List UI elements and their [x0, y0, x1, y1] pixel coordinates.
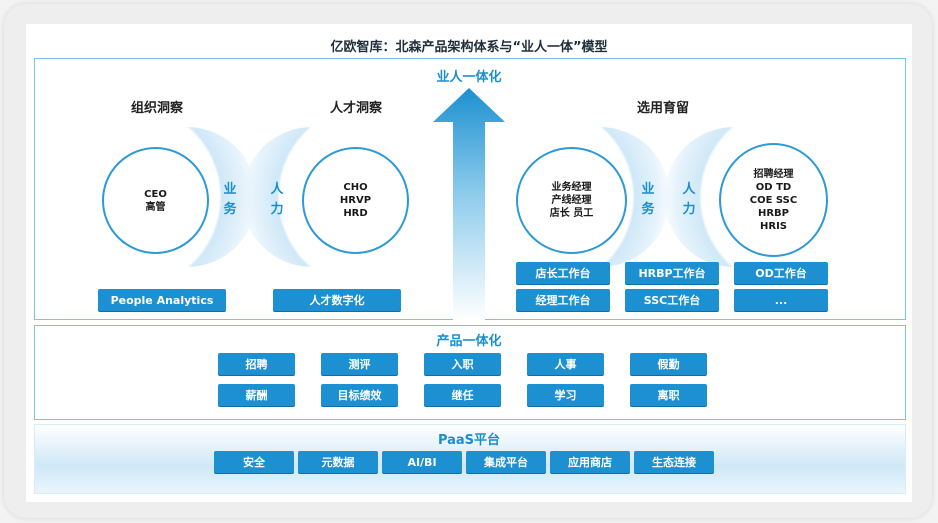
circle-line: COE SSC: [749, 194, 798, 206]
org-insight-title: 组织洞察: [131, 101, 184, 116]
people-analytics-button[interactable]: People Analytics: [98, 289, 226, 311]
more-workbench-button[interactable]: ...: [734, 289, 828, 311]
circle-line: 店长 员工: [549, 208, 594, 219]
module-succession-button[interactable]: 继任: [424, 384, 501, 406]
executive-circle: CEO 高管: [102, 147, 209, 254]
module-onboarding-button[interactable]: 入职: [424, 353, 501, 375]
hrbp-workbench-button[interactable]: HRBP工作台: [625, 262, 719, 284]
paas-ai-bi-button[interactable]: AI/BI: [382, 451, 462, 473]
module-performance-button[interactable]: 目标绩效: [321, 384, 398, 406]
module-recruiting-button[interactable]: 招聘: [218, 353, 295, 375]
od-workbench-button[interactable]: OD工作台: [734, 262, 828, 284]
up-arrow-icon: [433, 88, 505, 320]
module-learning-button[interactable]: 学习: [527, 384, 604, 406]
store-manager-workbench-button[interactable]: 店长工作台: [516, 262, 610, 284]
manager-workbench-button[interactable]: 经理工作台: [516, 289, 610, 311]
circle-line: HRIS: [760, 220, 787, 232]
selection-title: 选用育留: [637, 101, 690, 116]
paas-integration-button[interactable]: 集成平台: [466, 451, 546, 473]
module-assessment-button[interactable]: 测评: [321, 353, 398, 375]
circle-line: 业务经理: [551, 182, 592, 193]
module-personnel-button[interactable]: 人事: [527, 353, 604, 375]
circle-line: OD TD: [755, 181, 792, 193]
talent-vertical-label: 人力: [270, 182, 284, 217]
module-compensation-button[interactable]: 薪酬: [218, 384, 295, 406]
ssc-workbench-button[interactable]: SSC工作台: [625, 289, 719, 311]
circle-line: 产线经理: [551, 195, 592, 206]
paas-platform-label: PaaS平台: [437, 433, 501, 448]
circle-line: CEO: [144, 188, 167, 200]
module-offboarding-button[interactable]: 离职: [630, 384, 707, 406]
circle-line: HRBP: [757, 207, 790, 219]
business-manager-circle: 业务经理 产线经理 店长 员工: [516, 147, 627, 254]
circle-line: 高管: [145, 201, 166, 213]
business-vertical-label: 业务: [641, 182, 655, 217]
circle-line: HRVP: [339, 195, 372, 206]
circle-line: CHO: [343, 182, 368, 193]
circle-line: 招聘经理: [753, 168, 794, 180]
product-integration-label: 产品一体化: [436, 334, 502, 349]
module-attendance-button[interactable]: 假勤: [630, 353, 707, 375]
talent-vertical-label: 人力: [682, 182, 696, 217]
talent-insight-title: 人才洞察: [330, 101, 383, 116]
paas-metadata-button[interactable]: 元数据: [298, 451, 378, 473]
paas-security-button[interactable]: 安全: [214, 451, 294, 473]
talent-digital-button[interactable]: 人才数字化: [273, 289, 401, 311]
business-vertical-label: 业务: [223, 182, 237, 217]
paas-ecosystem-button[interactable]: 生态连接: [634, 451, 714, 473]
hr-roles-circle: 招聘经理 OD TD COE SSC HRBP HRIS: [719, 143, 828, 257]
hr-leader-circle: CHO HRVP HRD: [302, 147, 409, 254]
paas-app-store-button[interactable]: 应用商店: [550, 451, 630, 473]
business-talent-label: 业人一体化: [436, 70, 502, 85]
circle-line: HRD: [343, 208, 368, 219]
diagram-title: 亿欧智库：北森产品架构体系与“业人一体”模型: [330, 40, 608, 55]
